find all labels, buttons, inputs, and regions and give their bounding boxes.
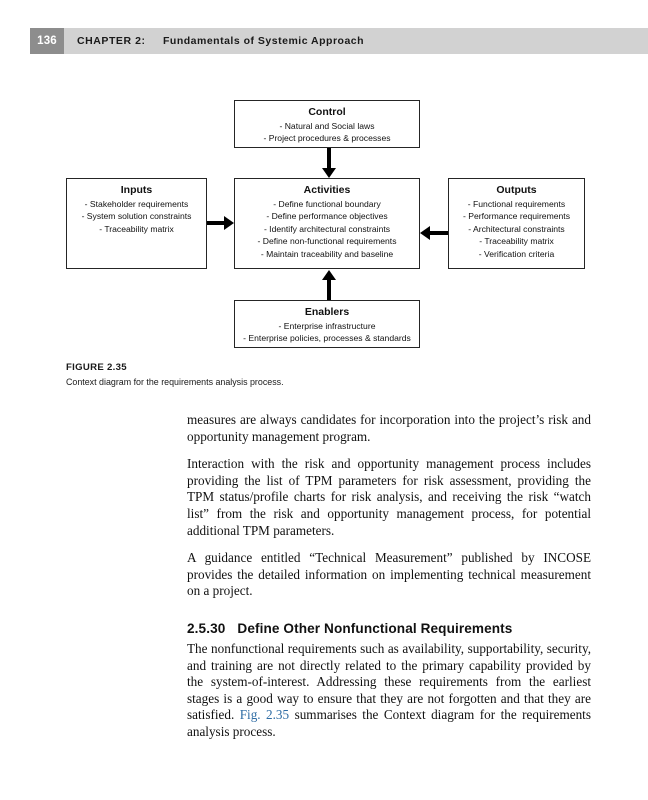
paragraph: Interaction with the risk and opportunit… [187, 456, 591, 538]
diagram-box-outputs-item: - Functional requirements [467, 199, 566, 209]
arrow-up-icon [322, 270, 336, 300]
chapter-label: CHAPTER 2: [77, 35, 146, 47]
paragraph-with-xref: The nonfunctional requirements such as a… [187, 641, 591, 741]
folio-block [30, 28, 64, 54]
diagram-box-enablers-title: Enablers [304, 306, 350, 318]
diagram-box-control-item: - Project procedures & processes [263, 133, 391, 144]
diagram-box-outputs-item: - Architectural constraints [468, 223, 565, 234]
diagram-box-outputs-item: - Performance requirements [463, 211, 570, 222]
diagram-box-inputs-item: - System solution constraints [81, 211, 192, 222]
arrow-left-icon [420, 226, 448, 240]
chapter-title: Fundamentals of Systemic Approach [163, 35, 365, 47]
diagram-box-activities: Activities - Define functional boundary … [234, 178, 420, 269]
section-number: 2.5.30 [187, 620, 226, 636]
diagram-box-activities-item: - Define functional boundary [273, 199, 381, 209]
diagram-box-control-title: Control [308, 106, 346, 118]
figure-caption: FIGURE 2.35 Context diagram for the requ… [66, 362, 526, 388]
diagram-box-control-item: - Natural and Social laws [279, 121, 375, 131]
diagram-box-inputs: Inputs - Stakeholder requirements - Syst… [66, 178, 207, 269]
arrow-shaft [429, 231, 448, 235]
diagram-box-enablers: Enablers - Enterprise infrastructure - E… [234, 300, 420, 348]
paragraph: A guidance entitled “Technical Measureme… [187, 550, 591, 599]
diagram-box-activities-item: - Define non-functional requirements [257, 236, 397, 247]
diagram-box-inputs-title: Inputs [120, 184, 153, 196]
diagram-box-outputs-item: - Verification criteria [478, 248, 555, 259]
arrow-shaft [327, 278, 331, 300]
figure-diagram: Control - Natural and Social laws - Proj… [0, 90, 648, 365]
arrow-head [224, 216, 234, 230]
body-text-column: measures are always candidates for incor… [187, 412, 591, 741]
diagram-box-outputs-title: Outputs [496, 184, 537, 196]
diagram-box-activities-item: - Define performance objectives [266, 211, 388, 222]
paragraph-text-before-xref: The nonfunctional requirements such as a… [187, 640, 591, 723]
arrow-head [322, 270, 336, 280]
figure-cross-reference-link[interactable]: Fig. 2.35 [239, 707, 290, 723]
diagram-box-outputs: Outputs - Functional requirements - Perf… [448, 178, 585, 269]
arrow-down-icon [322, 148, 336, 178]
figure-caption-text: Context diagram for the requirements ana… [66, 377, 284, 387]
diagram-box-enablers-item: - Enterprise policies, processes & stand… [243, 333, 411, 344]
arrow-right-icon [207, 216, 234, 230]
diagram-box-inputs-item: - Stakeholder requirements [84, 199, 189, 209]
section-heading: 2.5.30 Define Other Nonfunctional Require… [187, 621, 591, 636]
diagram-box-control: Control - Natural and Social laws - Proj… [234, 100, 420, 148]
arrow-head [322, 168, 336, 178]
section-title: Define Other Nonfunctional Requirements [237, 620, 513, 636]
diagram-box-activities-item: - Maintain traceability and baseline [260, 248, 394, 259]
arrow-shaft [327, 148, 331, 170]
arrow-head [420, 226, 430, 240]
diagram-box-inputs-item: - Traceability matrix [99, 223, 174, 234]
running-head: 136 CHAPTER 2: Fundamentals of Systemic … [30, 28, 648, 54]
arrow-shaft [207, 221, 226, 225]
page-number: 136 [37, 35, 57, 47]
paragraph-text-after-xref: summarises the Context diagram for the r… [187, 707, 591, 739]
diagram-box-activities-title: Activities [303, 184, 351, 196]
paragraph: measures are always candidates for incor… [187, 412, 591, 444]
figure-label: FIGURE 2.35 [66, 362, 127, 373]
diagram-box-enablers-item: - Enterprise infrastructure [278, 321, 376, 331]
diagram-box-outputs-item: - Traceability matrix [479, 236, 554, 247]
diagram-box-activities-item: - Identify architectural constraints [263, 223, 391, 234]
